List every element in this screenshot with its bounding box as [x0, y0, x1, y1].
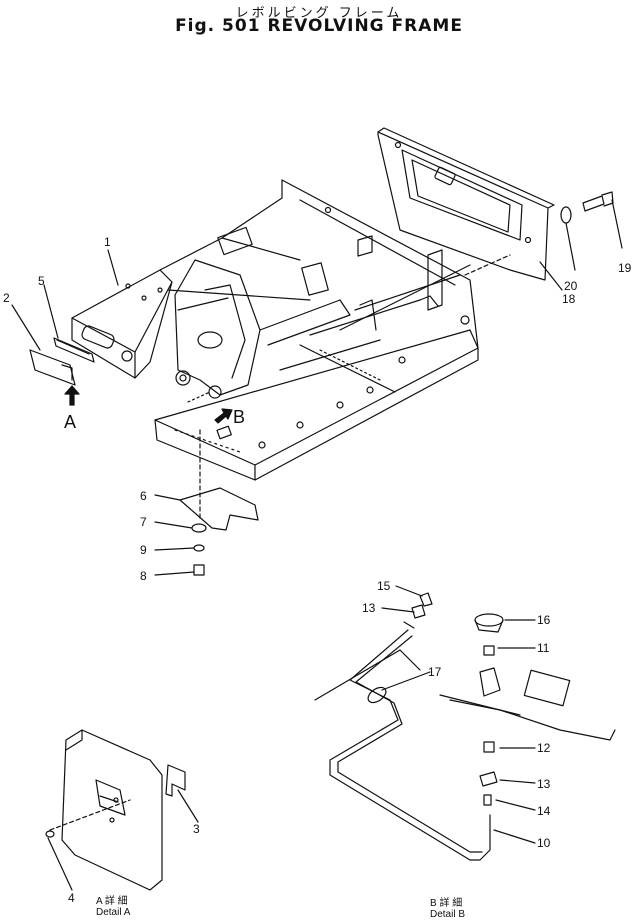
- callout-15: 15: [377, 579, 391, 593]
- detail-b-drawing: [314, 585, 616, 861]
- callout-2: 2: [3, 291, 10, 305]
- callout-6: 6: [140, 489, 147, 503]
- detail-a-label-jp: A 詳 細: [96, 894, 128, 907]
- detail-b-label-en: Detail B: [430, 909, 465, 920]
- callout-14: 14: [537, 804, 551, 818]
- callout-20: 20: [564, 279, 578, 293]
- revolving-frame: [64, 179, 479, 481]
- callout-11: 11: [537, 641, 550, 655]
- callout-4: 4: [68, 891, 75, 905]
- bolt-19-washer-20: [560, 191, 623, 271]
- callout-16: 16: [537, 613, 551, 627]
- callout-8: 8: [140, 569, 147, 583]
- view-marker-b: B: [233, 407, 245, 427]
- cover-2-gasket-5: [11, 249, 119, 386]
- detail-a-label-en: Detail A: [96, 907, 131, 918]
- callout-10: 10: [537, 836, 551, 850]
- callout-13-detail: 13: [362, 601, 376, 615]
- callout-labels: 1 2 3 4 5 6 7 8 9 10 11 12 13 14 15 16 1…: [3, 235, 632, 920]
- figure-title: Fig. 501 REVOLVING FRAME: [175, 16, 463, 36]
- title-japanese: レボルビング フレーム: [235, 6, 403, 21]
- callout-19: 19: [618, 261, 632, 275]
- callout-1: 1: [104, 235, 111, 249]
- callout-7: 7: [140, 515, 147, 529]
- bottom-plate-assembly: [154, 429, 259, 576]
- rear-cover-18: [377, 127, 563, 291]
- detail-b-label-jp: B 詳 細: [430, 896, 462, 909]
- callout-3: 3: [193, 822, 200, 836]
- callout-13: 13: [537, 777, 551, 791]
- detail-a-drawing: [45, 729, 199, 891]
- callout-17: 17: [428, 665, 442, 679]
- view-marker-a: A: [64, 412, 76, 432]
- callout-9: 9: [140, 543, 147, 557]
- callout-18: 18: [562, 292, 576, 306]
- callout-5: 5: [38, 274, 45, 288]
- callout-12: 12: [537, 741, 551, 755]
